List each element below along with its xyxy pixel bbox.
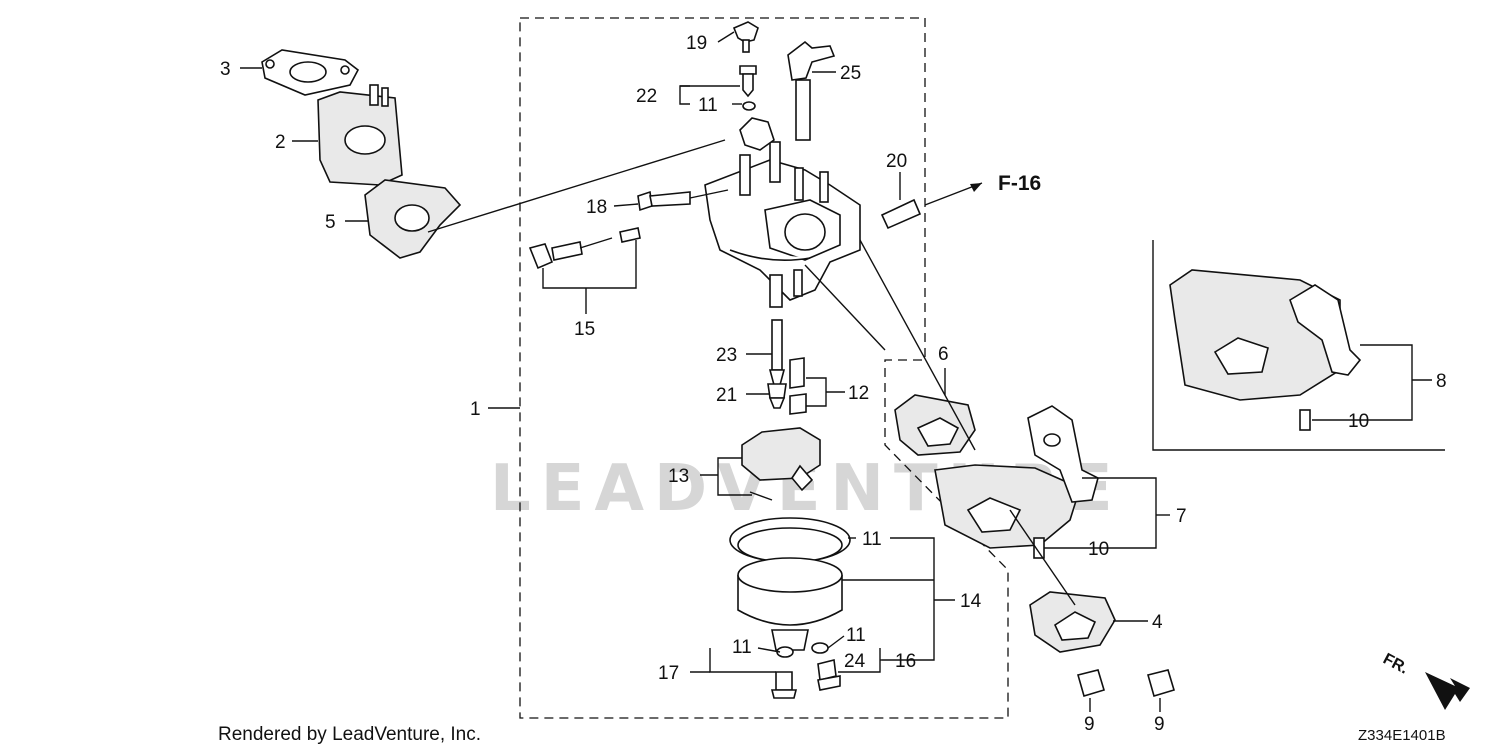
part-carburetor-body (704, 117, 861, 308)
label-part-12: 12 (848, 383, 869, 404)
label-part-16: 16 (895, 651, 916, 672)
front-arrow-icon (1425, 672, 1470, 710)
group-outlines (519, 17, 1445, 719)
label-part-22: 22 (636, 86, 657, 107)
part-gasket-5 (364, 179, 462, 259)
part-filter-20 (880, 198, 922, 230)
inset-frame (1152, 240, 1445, 451)
part-bolt-24 (817, 659, 841, 691)
label-part-25: 25 (840, 63, 861, 84)
label-part-9-right: 9 (1154, 714, 1165, 735)
part-nut-9b (1147, 669, 1175, 697)
label-part-5: 5 (325, 212, 336, 233)
part-cap-19 (732, 21, 759, 53)
part-gasket-6 (894, 394, 976, 456)
label-part-17: 17 (658, 663, 679, 684)
front-direction-label: FR. (1380, 651, 1411, 678)
part-labels: 3 2 5 1 19 25 22 11 18 15 20 F-16 23 21 … (220, 33, 1447, 735)
part-pin-10b (1299, 409, 1311, 431)
part-screw-22 (739, 65, 757, 111)
part-float-bowl-14 (729, 517, 851, 651)
diagram-code: Z334E1401B (1358, 727, 1446, 744)
label-part-4: 4 (1152, 612, 1163, 633)
footer: Rendered by LeadVenture, Inc. Z334E1401B (218, 724, 1446, 745)
label-part-11-left: 11 (732, 637, 752, 658)
label-part-20: 20 (886, 151, 907, 172)
label-part-18: 18 (586, 197, 607, 218)
label-part-11-right: 11 (846, 625, 866, 646)
footer-credit: Rendered by LeadVenture, Inc. (218, 724, 481, 745)
reference-link-f16[interactable]: F-16 (998, 172, 1041, 195)
part-insulator-2 (317, 84, 403, 186)
label-part-14: 14 (960, 591, 982, 612)
part-bracket-7 (934, 405, 1099, 549)
label-part-7: 7 (1176, 506, 1187, 527)
label-part-1: 1 (470, 399, 481, 420)
part-bolt-17 (770, 671, 798, 699)
part-washer-11b (811, 642, 829, 654)
label-part-9-left: 9 (1084, 714, 1095, 735)
part-bracket-8 (1169, 269, 1362, 401)
label-part-15: 15 (574, 319, 595, 340)
label-part-23: 23 (716, 345, 737, 366)
part-gasket-4 (1029, 591, 1116, 653)
part-gasket-3 (261, 49, 360, 96)
part-choke-lever-25 (787, 40, 836, 141)
label-part-6: 6 (938, 344, 949, 365)
part-float-13 (741, 427, 821, 501)
label-part-13: 13 (668, 466, 689, 487)
part-jet-21 (767, 383, 787, 409)
part-pilot-screw-15 (528, 227, 641, 270)
part-valve-23 (768, 319, 786, 386)
carburetor-assembly-outline (519, 17, 1009, 719)
part-screw-18 (637, 190, 691, 212)
front-direction-indicator: FR. (1380, 651, 1470, 710)
label-part-11-top: 11 (698, 95, 718, 116)
label-part-10-lower: 10 (1088, 539, 1109, 560)
label-part-2: 2 (275, 132, 286, 153)
label-part-11-bowl: 11 (862, 529, 882, 550)
label-part-8: 8 (1436, 371, 1447, 392)
label-part-10-inset: 10 (1348, 411, 1369, 432)
label-part-21: 21 (716, 385, 737, 406)
label-part-3: 3 (220, 59, 231, 80)
part-nut-9a (1077, 669, 1105, 697)
leader-lines (240, 31, 1432, 712)
label-part-24: 24 (844, 651, 866, 672)
part-jet-12 (789, 357, 807, 415)
label-part-19: 19 (686, 33, 707, 54)
